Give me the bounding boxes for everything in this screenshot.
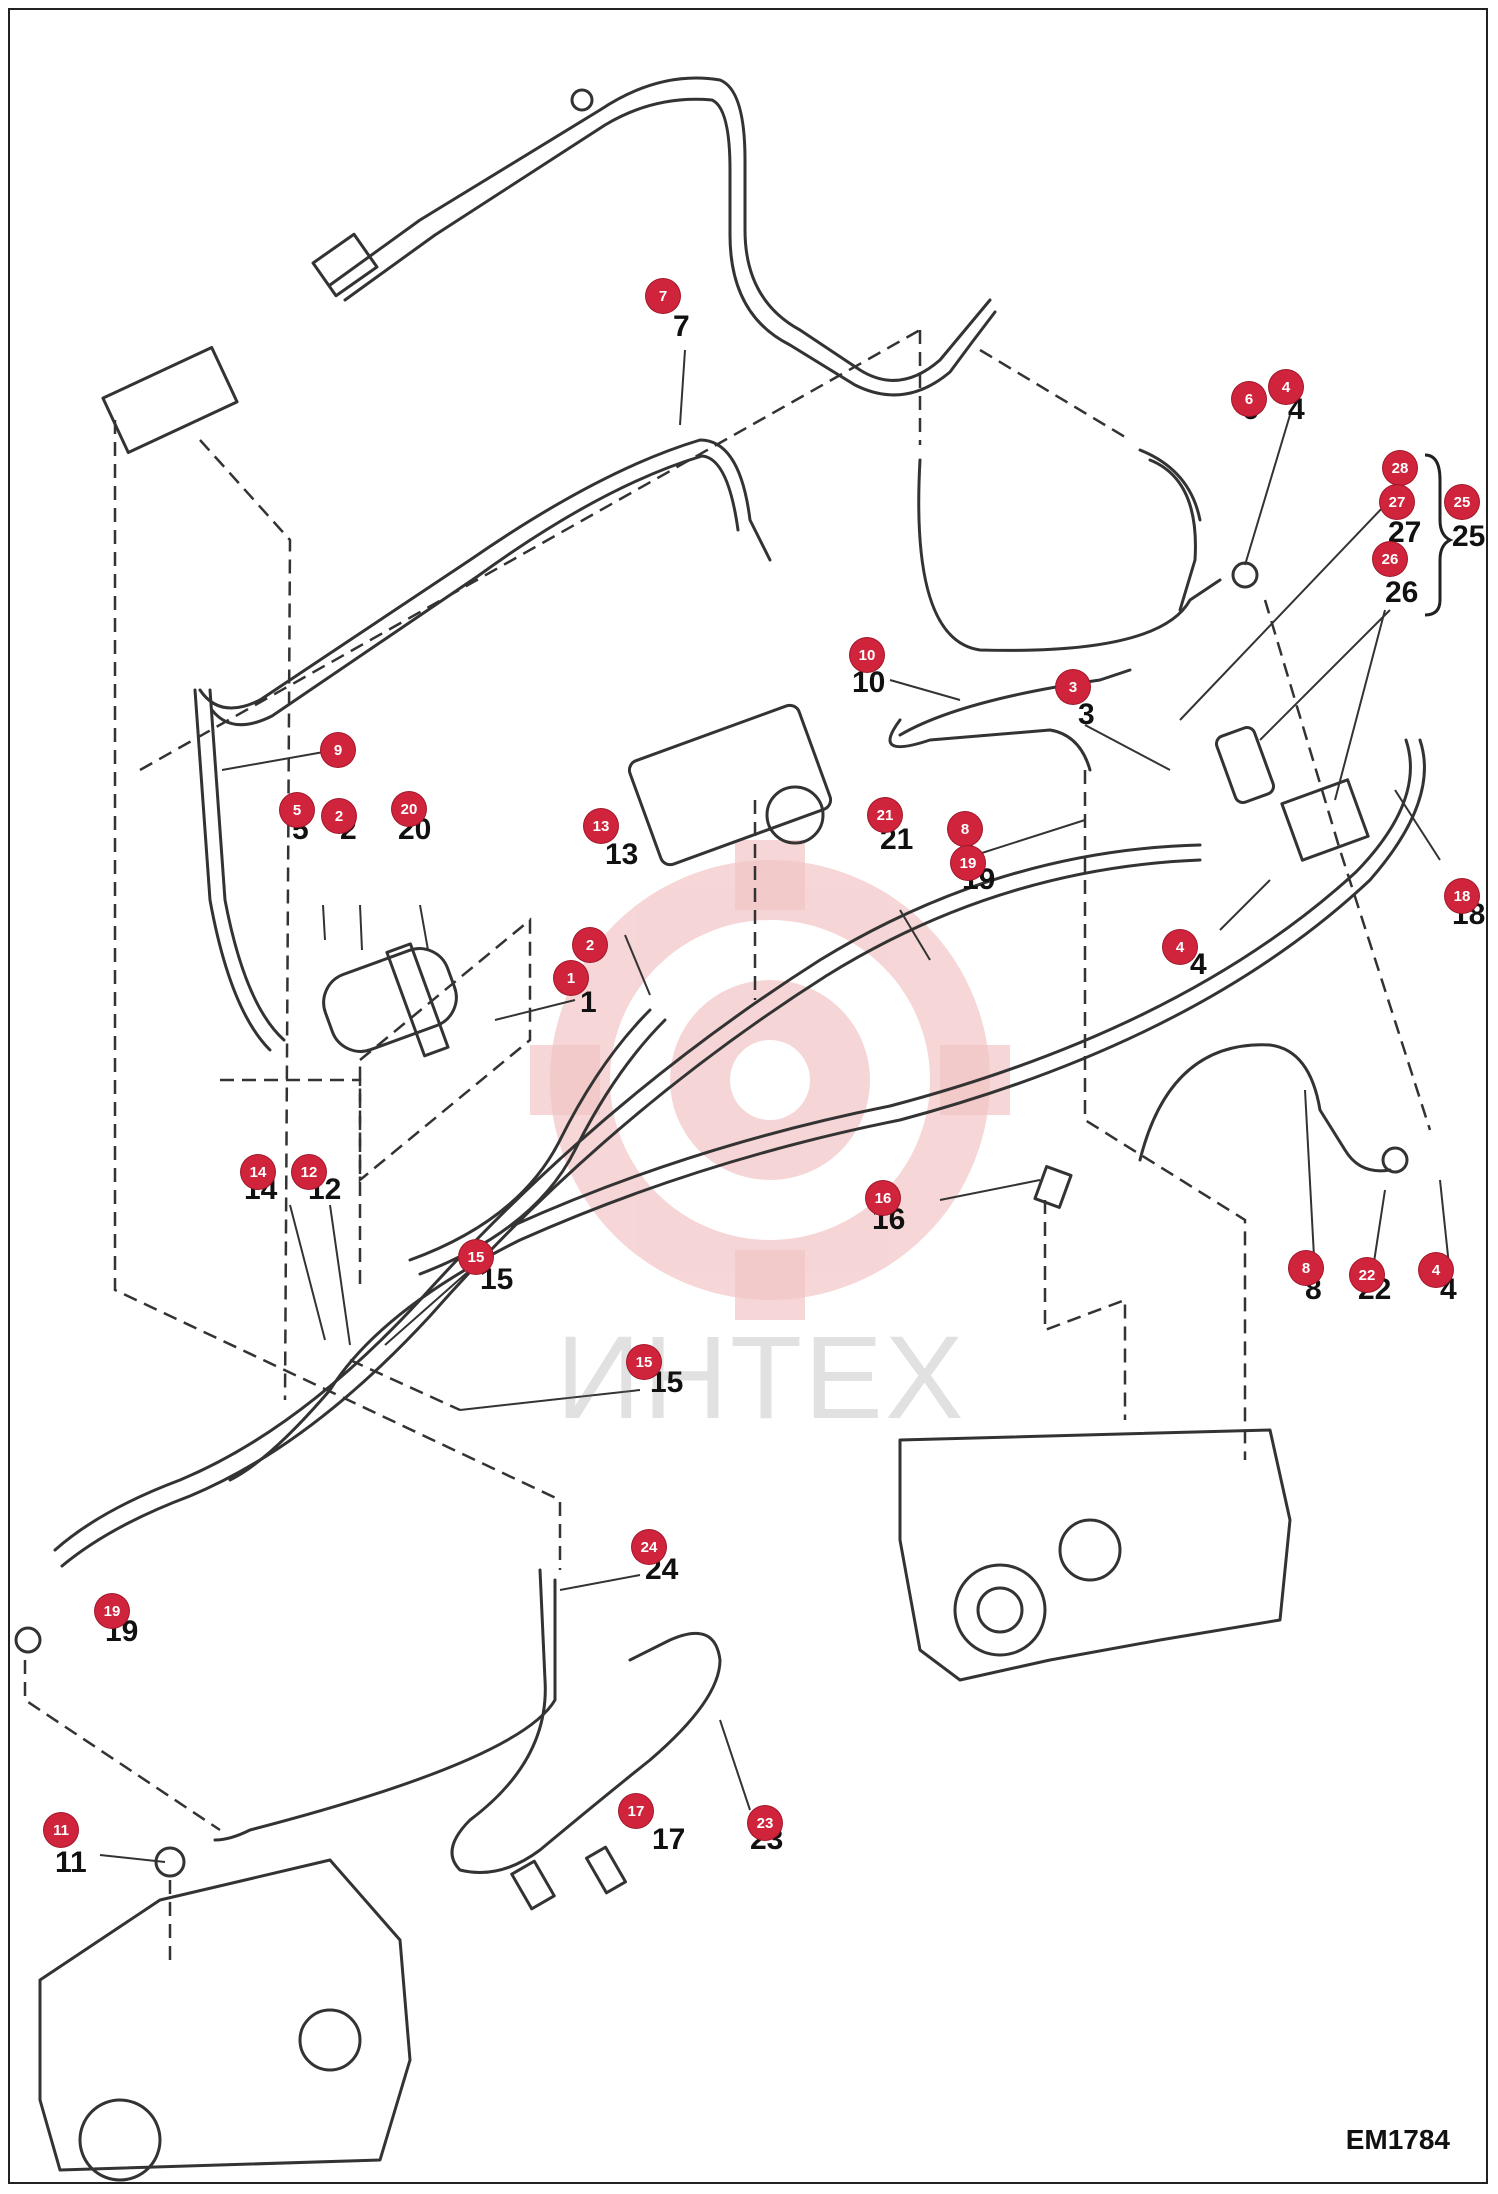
hose-6-top — [1138, 448, 1202, 522]
callout-15a[interactable]: 15 — [459, 1240, 493, 1274]
hose-6-right — [1148, 458, 1197, 612]
part-label-13: 13 — [605, 838, 639, 871]
part-label-10: 10 — [852, 666, 886, 699]
top-hose-inner — [343, 97, 997, 397]
callout-4c[interactable]: 4 — [1419, 1253, 1453, 1287]
brace-25 — [1424, 453, 1454, 617]
part-label-11: 11 — [55, 1846, 87, 1879]
part-label-25-brace: 25 — [1452, 520, 1486, 553]
part-label-26: 26 — [1385, 576, 1419, 609]
filter-body — [322, 947, 458, 1053]
watermark-gear-teeth — [530, 840, 1010, 1320]
hose-6 — [917, 458, 1222, 652]
callout-18[interactable]: 18 — [1445, 879, 1479, 913]
dashed-box-lower — [220, 1078, 362, 1290]
callout-4b[interactable]: 4 — [1163, 930, 1197, 964]
diagram-code: EM1784 — [1345, 2124, 1450, 2155]
dashed-top-right — [979, 348, 1131, 442]
callout-9[interactable]: 9 — [321, 733, 355, 767]
callout-24[interactable]: 24 — [632, 1530, 666, 1564]
callout-19b[interactable]: 19 — [95, 1594, 129, 1628]
dashed-outline-middle — [199, 439, 292, 1401]
callout-14[interactable]: 14 — [241, 1155, 275, 1189]
pump-port — [765, 785, 825, 845]
callout-17[interactable]: 17 — [619, 1794, 653, 1828]
hose-9 — [193, 688, 272, 1052]
callout-28[interactable]: 28 — [1383, 451, 1417, 485]
valve-cartridge — [1214, 726, 1276, 804]
pump-housing — [627, 703, 833, 867]
hose-10 — [888, 718, 1092, 772]
top-hose — [328, 76, 992, 382]
callout-25[interactable]: 25 — [1445, 485, 1479, 519]
dashed-right-lower — [1043, 1200, 1127, 1420]
hose-23 — [450, 1568, 722, 1874]
callout-21[interactable]: 21 — [868, 798, 902, 832]
callout-3[interactable]: 3 — [1056, 670, 1090, 704]
hose-3 — [898, 668, 1132, 737]
callout-22[interactable]: 22 — [1350, 1258, 1384, 1292]
part-label-17: 17 — [652, 1823, 686, 1856]
hose-7 — [198, 438, 772, 710]
hose-18 — [228, 738, 1426, 1482]
dashed-14-clip — [349, 1358, 461, 1412]
callout-16[interactable]: 16 — [866, 1181, 900, 1215]
callout-4a[interactable]: 4 — [1269, 370, 1303, 404]
hose-9-inner — [208, 688, 286, 1042]
dashed-lower-left — [23, 1660, 221, 1832]
hose-24-straight — [213, 1578, 557, 1842]
filter-bracket — [385, 942, 450, 1058]
callout-8a[interactable]: 8 — [948, 812, 982, 846]
dashed-outline-left — [113, 420, 562, 1570]
dashed-outline-upper — [139, 328, 921, 772]
valve-block — [1280, 778, 1370, 862]
right-drive-motor — [898, 1428, 1292, 1682]
diagram-frame — [8, 8, 1488, 2184]
callout-1[interactable]: 1 — [554, 961, 588, 995]
part-label-3: 3 — [1078, 698, 1095, 731]
callout-7[interactable]: 7 — [646, 279, 680, 313]
callout-23[interactable]: 23 — [748, 1806, 782, 1840]
watermark-text: ИНТЕХ — [556, 1312, 966, 1444]
callout-13[interactable]: 13 — [584, 809, 618, 843]
left-drive-motor — [38, 1858, 412, 2172]
callout-5[interactable]: 5 — [280, 793, 314, 827]
hose-8-lower — [1138, 1043, 1392, 1173]
callout-19a[interactable]: 19 — [951, 846, 985, 880]
callout-27[interactable]: 27 — [1380, 485, 1414, 519]
part-label-4b: 4 — [1190, 948, 1207, 981]
callout-12[interactable]: 12 — [292, 1155, 326, 1189]
callout-2a[interactable]: 2 — [322, 799, 356, 833]
part-label-1: 1 — [580, 986, 597, 1019]
callout-20[interactable]: 20 — [392, 792, 426, 826]
callout-8b[interactable]: 8 — [1289, 1251, 1323, 1285]
hose-13 — [408, 1008, 652, 1262]
callout-6[interactable]: 6 — [1232, 382, 1266, 416]
callout-26[interactable]: 26 — [1373, 542, 1407, 576]
callout-2b[interactable]: 2 — [573, 928, 607, 962]
top-hose-fitting — [311, 232, 379, 298]
callout-10[interactable]: 10 — [850, 638, 884, 672]
dashed-right-vertical — [1083, 770, 1247, 1460]
callout-11[interactable]: 11 — [44, 1813, 78, 1847]
part-label-7: 7 — [673, 310, 690, 343]
hose-7-inner — [210, 454, 740, 727]
hose-21 — [53, 843, 1202, 1552]
manifold-block — [101, 345, 239, 455]
callout-15b[interactable]: 15 — [627, 1345, 661, 1379]
